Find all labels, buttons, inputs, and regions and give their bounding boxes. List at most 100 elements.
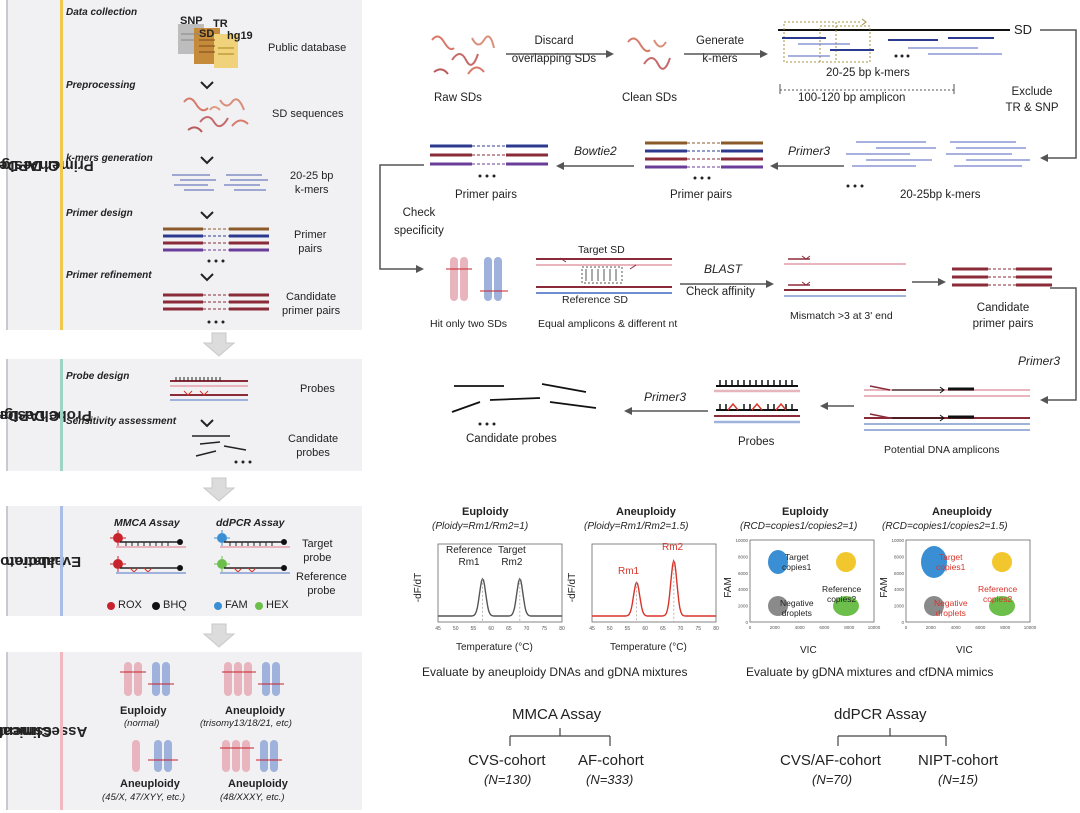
mmca-assay-label: MMCA Assay — [114, 517, 180, 529]
sd-sequences-icon — [183, 97, 249, 133]
amplicon-label: 100-120 bp amplicon — [798, 92, 906, 104]
primer-pairs-icon — [163, 227, 269, 263]
melt2-rm2-label: Rm2 — [662, 542, 684, 553]
raw-sds-icon — [431, 35, 495, 75]
cohort-nipt: NIPT-cohort — [918, 752, 999, 769]
melt1-ylabel: -dF/dT — [413, 572, 425, 603]
step-probe-design: Probe design — [66, 371, 130, 382]
hex-dot-icon — [255, 602, 263, 610]
cohort-af: AF-cohort — [578, 752, 644, 769]
candidate-probes-icon — [192, 435, 252, 464]
clinical-aneuploidy-sub3: (48/XXXY, etc.) — [220, 792, 285, 803]
cohort-cvs-n: (N=130) — [484, 772, 532, 787]
bowtie2-label: Bowtie2 — [574, 144, 617, 158]
check-affinity-label: Check affinity — [686, 286, 755, 298]
tick-label: 0 — [905, 625, 908, 630]
candidate-primer-pairs-icon — [163, 293, 269, 324]
reference-cluster-yellow — [836, 552, 856, 572]
cohort-mmca-title: MMCA Assay — [512, 706, 602, 723]
clean-sds-label: Clean SDs — [622, 92, 677, 104]
chevron-down-icon — [200, 419, 214, 428]
melt2-xlabel: Temperature (°C) — [610, 642, 687, 653]
cohort-cvs: CVS-cohort — [468, 752, 546, 769]
plot-sub-euploidy-dd: (RCD=copies1/copies2=1) — [740, 521, 858, 532]
tick-label: 65 — [660, 626, 666, 632]
candidate-probes-right-label: Candidate probes — [466, 433, 557, 445]
clinical-aneuploidy-sub2: (45/X, 47/XYY, etc.) — [102, 792, 186, 803]
kmers-range-label: 20-25 bp k-mers — [826, 67, 910, 79]
tick-label: 6000 — [894, 571, 905, 576]
melt-curve-line — [438, 577, 562, 617]
tick-label: 6000 — [738, 571, 749, 576]
step-data-collection: Data collection — [66, 7, 138, 18]
kmers-icon — [172, 174, 268, 191]
sd-sequences-label: SD sequences — [272, 108, 344, 120]
panel-separator — [60, 359, 63, 471]
tick-label: 8000 — [894, 554, 905, 559]
dd1-xlabel: VIC — [800, 645, 817, 656]
chevron-down-icon — [200, 81, 214, 90]
arrow-left-icon — [820, 402, 854, 410]
tick-label: 4000 — [795, 625, 806, 630]
flow-connector — [1040, 29, 1077, 162]
legend-bhq: BHQ — [163, 599, 187, 611]
arrow-right-icon — [680, 280, 774, 288]
equal-amplicons-label: Equal amplicons & different nt — [538, 318, 678, 330]
tick-label: 50 — [453, 626, 459, 632]
tick-label: 70 — [678, 626, 684, 632]
monosomy-chromosomes-icon — [132, 740, 178, 772]
plot-sub-aneuploidy-dd: (RCD=copies1/copies2=1.5) — [882, 521, 1008, 532]
clinical-aneuploidy-2: Aneuploidy — [120, 778, 180, 790]
probes-icon — [170, 377, 248, 401]
tick-label: 50 — [607, 626, 613, 632]
tick-label: 70 — [524, 626, 530, 632]
clinical-aneuploidy-1: Aneuploidy — [225, 705, 285, 717]
tick-label: 45 — [589, 626, 595, 632]
tick-label: 10000 — [868, 625, 881, 630]
tick-label: 2000 — [894, 604, 905, 609]
clinical-aneuploidy-3: Aneuploidy — [228, 778, 288, 790]
plot-title-euploidy-dd: Euploidy — [782, 506, 829, 518]
target-cluster — [768, 550, 788, 574]
negative-cluster — [768, 596, 788, 616]
plot-frame — [591, 543, 717, 623]
kmers-map-icon — [778, 18, 1010, 94]
melt2-rm1-label: Rm1 — [618, 566, 640, 577]
legend-rox: ROX — [118, 599, 142, 611]
sd-label: SD — [1014, 22, 1033, 37]
probe-design-title: ChAPDesProbe Design — [0, 407, 92, 424]
tick-label: 6000 — [975, 625, 986, 630]
plot-title-aneuploidy-melt: Aneuploidy — [616, 506, 676, 518]
clean-sds-icon — [627, 37, 671, 70]
chevron-down-icon — [200, 211, 214, 220]
panel-separator — [60, 652, 63, 810]
kmers-lines-icon — [846, 141, 1030, 188]
negative-cluster — [924, 596, 944, 616]
clinical-euploidy: Euploidy — [120, 705, 167, 717]
tick-label: 6000 — [819, 625, 830, 630]
clinical-aneuploidy-sub1: (trisomy13/18/21, etc) — [200, 718, 292, 729]
panel-separator — [60, 506, 63, 616]
tick-label: 4000 — [951, 625, 962, 630]
plot-frame — [749, 539, 875, 623]
cohort-cvsaf-n: (N=70) — [812, 772, 853, 787]
dd2-ylabel: FAM — [878, 577, 890, 598]
arrow-right-icon — [684, 50, 768, 58]
tick-label: 8000 — [1000, 625, 1011, 630]
melt1-xlabel: Temperature (°C) — [456, 642, 533, 653]
tick-label: 75 — [542, 626, 548, 632]
kmers-label-row2: 20-25bp k-mers — [900, 189, 981, 201]
hit-two-sds-label: Hit only two SDs — [430, 318, 508, 330]
reference-cluster-yellow — [992, 552, 1012, 572]
tick-label: 55 — [625, 626, 631, 632]
candidate-probes-right-icon — [451, 383, 597, 426]
tick-label: 80 — [559, 626, 565, 632]
probes-right-label: Probes — [738, 436, 775, 448]
